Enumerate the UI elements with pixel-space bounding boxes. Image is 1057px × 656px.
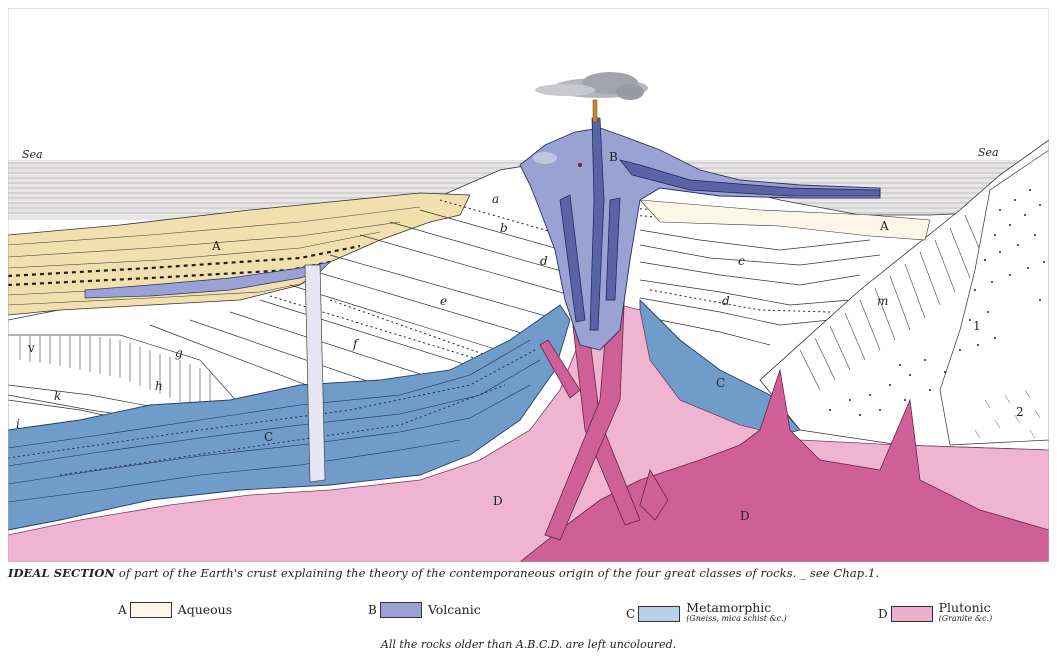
label-m: m [877,294,888,308]
legend-swatch-plutonic [891,606,933,622]
label-C-left: C [264,430,273,444]
legend-item-metamorphic: C Metamorphic (Gneiss, mica schist &c.) [626,602,787,625]
footnote: All the rocks older than A.B.C.D. are le… [0,638,1057,651]
label-B: B [609,150,618,164]
legend-letter: B [368,603,377,617]
legend-letter: A [118,603,127,617]
legend-letter: C [626,607,635,621]
label-v: v [27,341,35,355]
legend-sub: (Gneiss, mica schist &c.) [686,613,787,625]
legend-item-plutonic: D Plutonic (Granite &c.) [878,602,992,625]
volcanic-vent [593,100,597,122]
label-d-left: d [540,254,548,268]
legend-swatch-aqueous [130,602,172,618]
label-c: c [738,254,745,268]
legend-swatch-volcanic [380,602,422,618]
legend-name: Aqueous [178,604,232,616]
label-i: i [16,417,20,431]
legend: A Aqueous B Volcanic C Metamorphic (Gnei… [0,602,1057,632]
legend-letter: D [878,607,888,621]
legend-sub: (Granite &c.) [939,613,993,625]
figure-caption: IDEAL SECTION of part of the Earth's cru… [8,566,1053,580]
label-sea-left: Sea [22,148,43,161]
legend-item-aqueous: A Aqueous [118,602,232,618]
label-A-right: A [879,219,889,233]
caption-lead: IDEAL SECTION [8,566,115,580]
label-k: k [54,389,61,403]
legend-item-volcanic: B Volcanic [368,602,481,618]
label-e: e [440,294,447,308]
label-A-left: A [211,239,221,253]
label-b: b [500,221,508,235]
label-D-left: D [493,494,503,508]
label-d-right: d [722,294,730,308]
label-a: a [492,192,499,206]
caption-text: of part of the Earth's crust explaining … [115,566,879,580]
label-D-right: D [740,509,750,523]
legend-swatch-metamorphic [638,606,680,622]
label-h: h [155,379,163,393]
label-sea-right: Sea [978,146,999,159]
label-g: g [175,346,183,360]
geological-section-figure: Sea Sea B A A a b c d d e f g h i k v m … [0,0,1057,575]
legend-name: Volcanic [428,604,481,616]
label-1: 1 [973,319,981,333]
label-C-right: C [716,376,725,390]
label-2: 2 [1016,405,1024,419]
